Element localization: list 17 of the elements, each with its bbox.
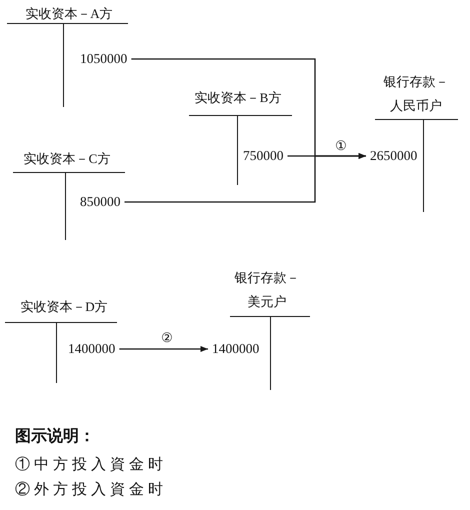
amount: 1050000 — [76, 51, 132, 67]
account-title: 实收资本－B方 — [194, 90, 282, 106]
note-text: ②外方投入資金时 — [15, 481, 167, 499]
account-title: 银行存款－美元户 — [234, 269, 300, 311]
account-title: 银行存款－人民币户 — [382, 73, 450, 115]
account-title: 实收资本－A方 — [25, 6, 113, 22]
note-heading: 图示说明： — [15, 427, 95, 445]
amount: 1400000 — [64, 341, 120, 357]
amount: 750000 — [239, 148, 288, 164]
amount: 1400000 — [208, 341, 264, 357]
account-title: 实收资本－D方 — [20, 299, 108, 315]
edge-label: ① — [335, 140, 347, 154]
edge-label: ② — [161, 332, 173, 346]
note-text: ①中方投入資金时 — [15, 456, 167, 474]
account-title: 实收资本－C方 — [24, 151, 110, 167]
amount: 850000 — [76, 194, 124, 210]
amount: 2650000 — [366, 148, 422, 164]
